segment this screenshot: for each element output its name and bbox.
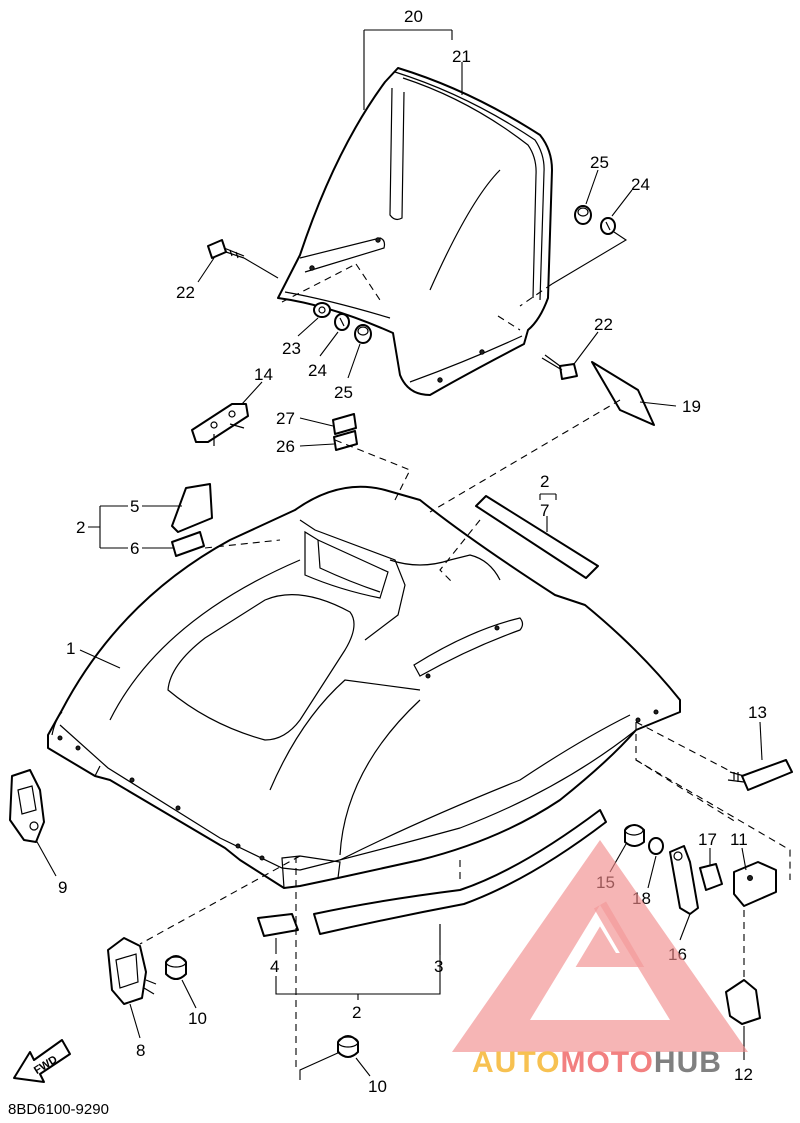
collar-10-lower — [337, 1035, 359, 1058]
collar-25-right — [574, 205, 592, 225]
watermark-brand: AUTOMOTOHUB — [472, 1046, 722, 1079]
watermark: AUTOMOTOHUB — [452, 840, 748, 1079]
label-2-bottom: 2 — [352, 1003, 361, 1022]
watermark-moto: MOTO — [560, 1046, 653, 1079]
label-10-upper: 10 — [188, 1009, 207, 1028]
label-27: 27 — [276, 409, 295, 428]
bolt-22-left — [207, 239, 245, 259]
bracket-11 — [733, 861, 777, 907]
leader-lines — [35, 29, 763, 1080]
washer-18 — [648, 837, 664, 855]
fwd-arrow-icon: FWD — [13, 1039, 71, 1083]
label-26: 26 — [276, 437, 295, 456]
catch-12 — [725, 979, 761, 1025]
strip-3 — [313, 809, 607, 935]
watermark-hub: HUB — [654, 1046, 722, 1079]
diagram-code: 8BD6100-9290 — [8, 1101, 109, 1118]
label-8: 8 — [136, 1041, 145, 1060]
label-24-left: 24 — [308, 361, 327, 380]
label-25-left: 25 — [334, 383, 353, 402]
label-2-top: 2 — [540, 472, 549, 491]
pad-4 — [257, 913, 299, 937]
label-20: 20 — [404, 7, 423, 26]
pad-27 — [332, 413, 357, 435]
label-22-left: 22 — [176, 283, 195, 302]
watermark-auto: AUTO — [472, 1046, 560, 1079]
bracket-14 — [191, 403, 249, 446]
label-6: 6 — [130, 539, 139, 558]
washer-23 — [313, 302, 331, 318]
label-7: 7 — [540, 501, 549, 520]
collar-10-upper — [165, 955, 187, 980]
label-23: 23 — [282, 339, 301, 358]
hinge-9 — [9, 769, 45, 843]
callout-labels: 20 21 25 24 22 22 23 24 25 14 19 27 26 2… — [58, 7, 767, 1096]
latch-8 — [107, 937, 157, 1005]
label-10-lower: 10 — [368, 1077, 387, 1096]
pad-6 — [171, 531, 205, 557]
collar-25-left — [354, 324, 372, 344]
label-13: 13 — [748, 703, 767, 722]
label-3: 3 — [434, 957, 443, 976]
label-25-right: 25 — [590, 153, 609, 172]
label-4: 4 — [270, 957, 279, 976]
bushing-17 — [699, 863, 723, 891]
bolt-22-right — [541, 354, 578, 380]
pad-26 — [333, 430, 358, 451]
windshield — [277, 67, 553, 396]
label-2-left: 2 — [76, 518, 85, 537]
watermark-triangle-icon — [452, 840, 748, 1052]
hood-cover — [47, 485, 681, 889]
label-22-right: 22 — [594, 315, 613, 334]
label-14: 14 — [254, 365, 273, 384]
label-5: 5 — [130, 497, 139, 516]
label-1: 1 — [66, 639, 75, 658]
plate-19 — [591, 361, 655, 426]
label-24-right: 24 — [631, 175, 650, 194]
label-11: 11 — [730, 830, 748, 849]
pin-13 — [727, 759, 793, 791]
label-19: 19 — [682, 397, 701, 416]
arm-16 — [669, 845, 699, 915]
pad-5 — [171, 483, 213, 533]
label-12: 12 — [734, 1065, 753, 1084]
label-17: 17 — [698, 830, 717, 849]
assembly-lines — [139, 263, 791, 1070]
label-9: 9 — [58, 878, 67, 897]
label-21: 21 — [452, 47, 471, 66]
